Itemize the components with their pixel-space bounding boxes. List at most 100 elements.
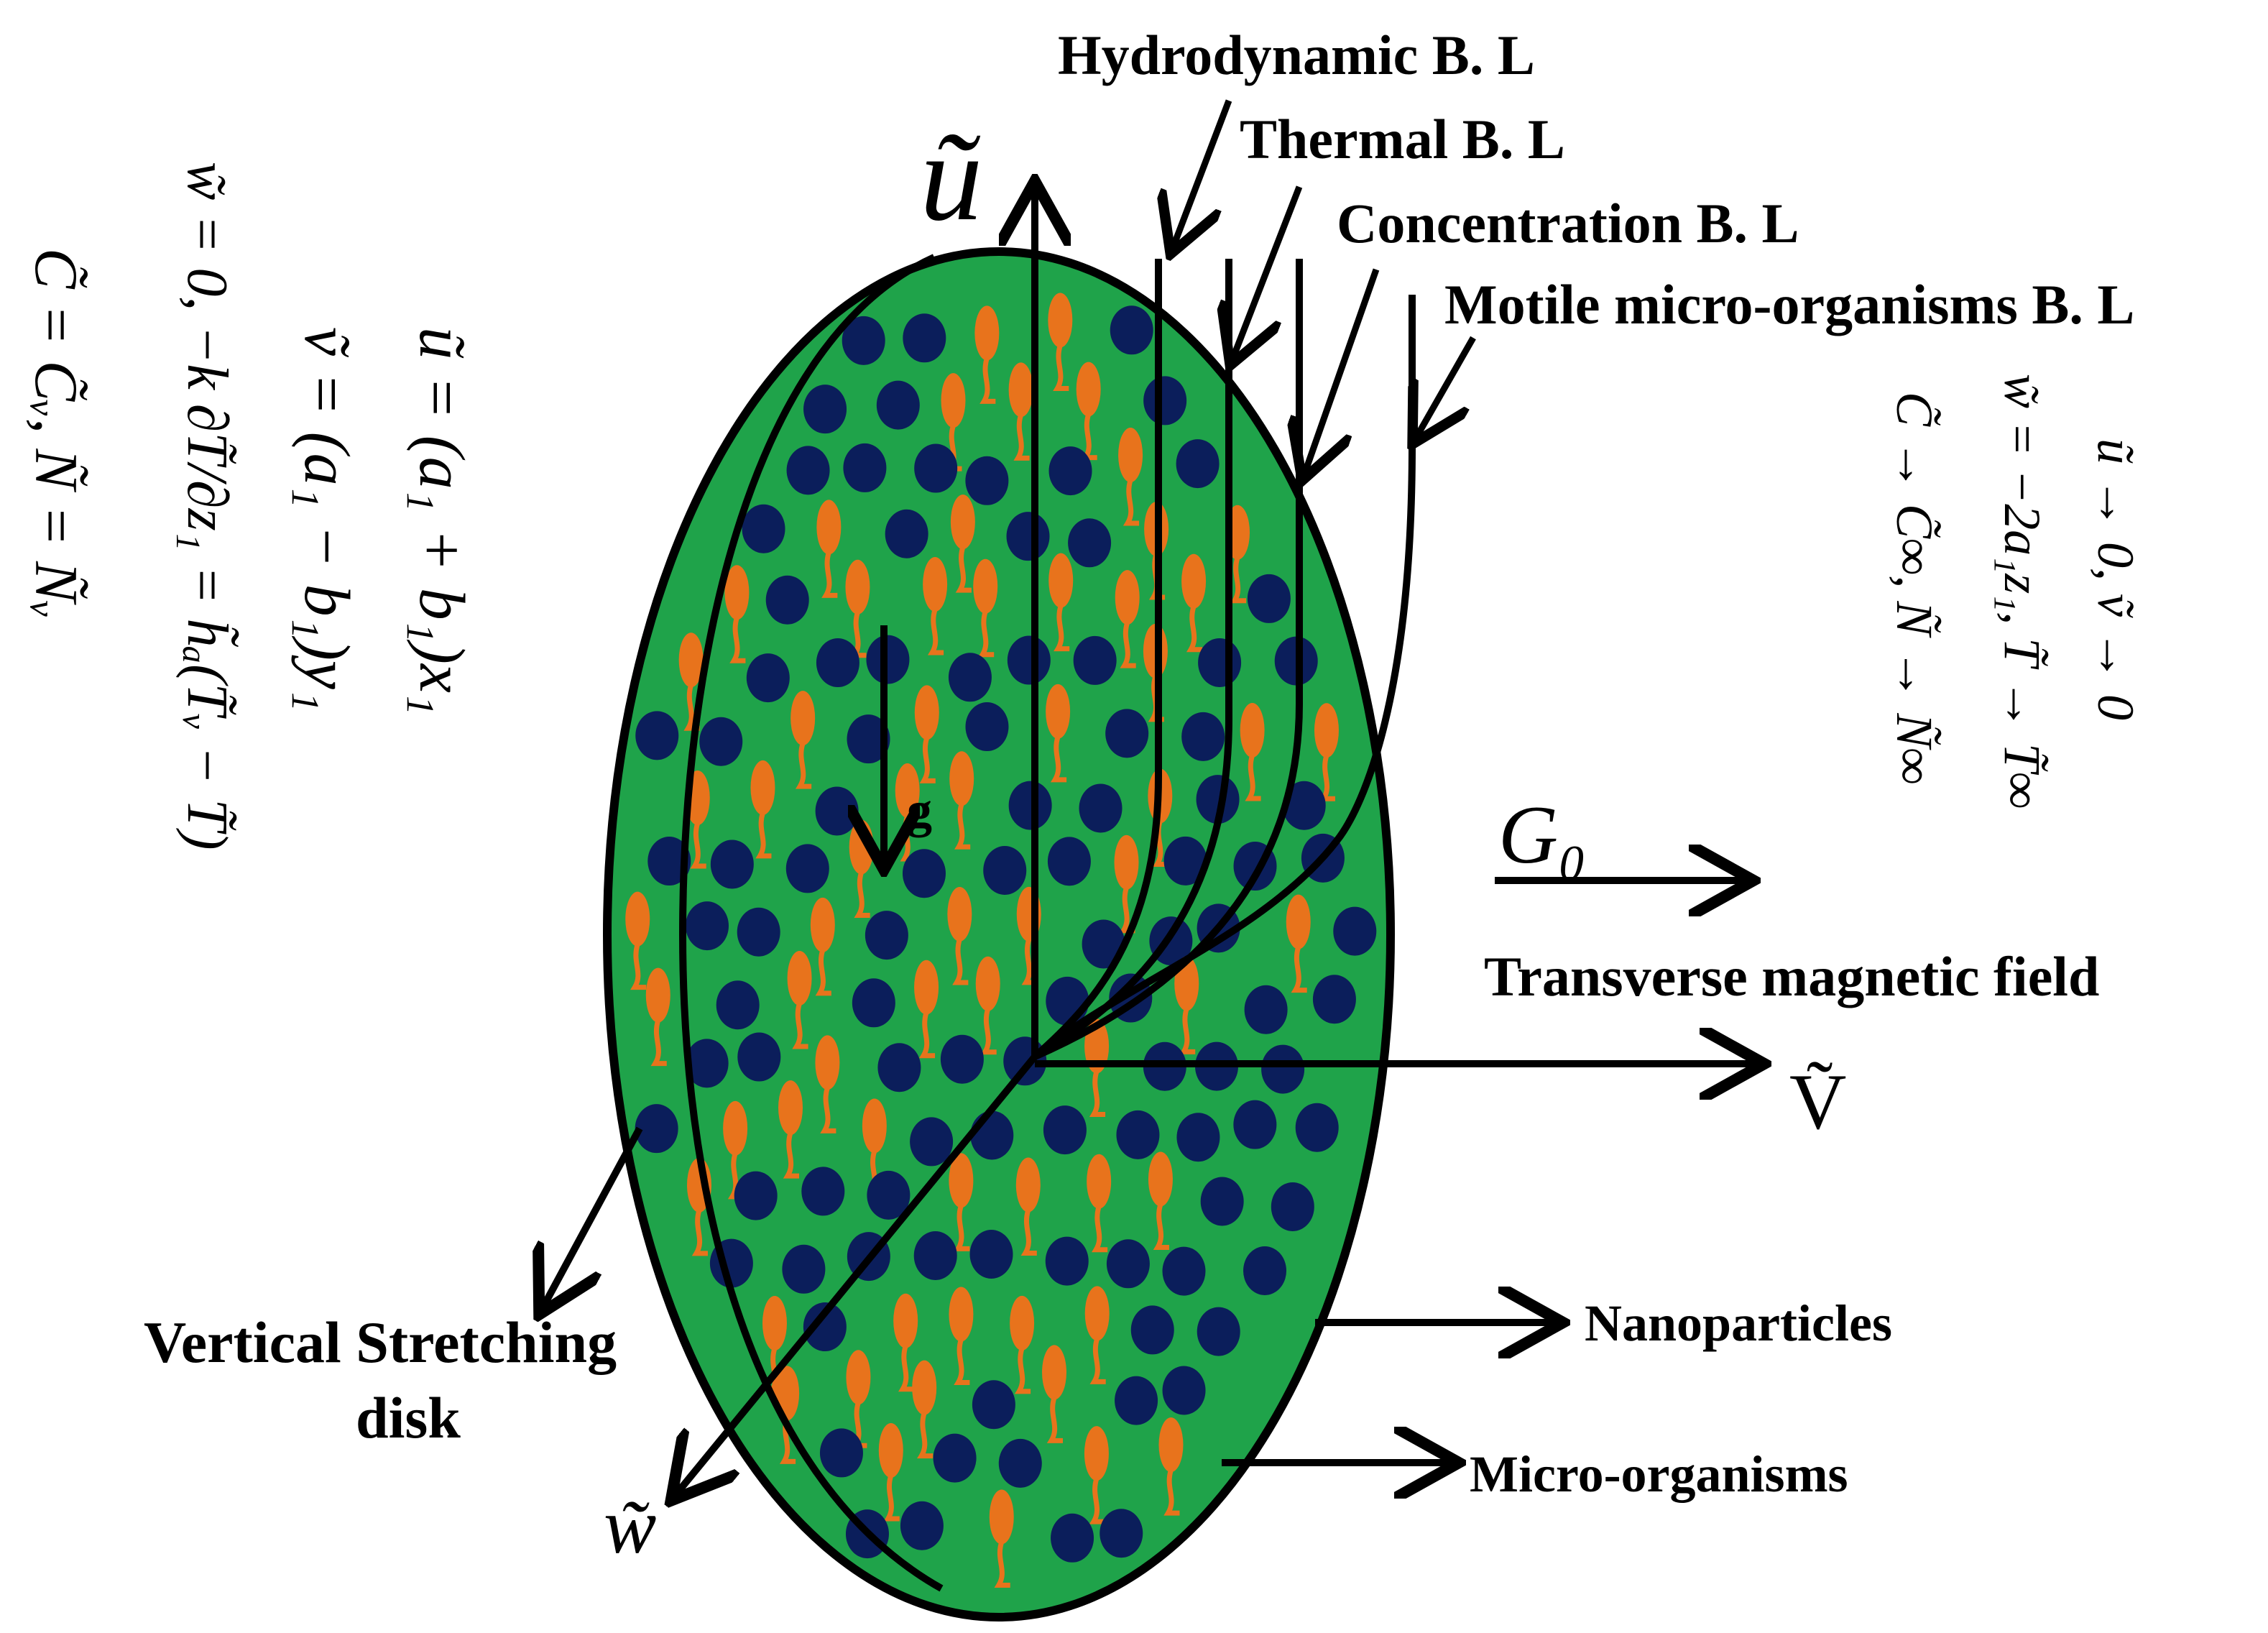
nanoparticle xyxy=(803,1302,847,1352)
micro-organism xyxy=(723,1100,748,1200)
nanoparticle xyxy=(1247,574,1291,623)
nanoparticle xyxy=(816,638,859,688)
nanoparticle xyxy=(1047,837,1091,886)
micro-organism-tail xyxy=(1020,1209,1037,1256)
micro-organism xyxy=(1048,293,1073,392)
micro-organism-tail xyxy=(1291,946,1307,993)
micro-organism xyxy=(815,1035,840,1133)
nanoparticle xyxy=(737,1032,781,1082)
micro-organism-tail xyxy=(955,546,972,593)
micro-organism-tail xyxy=(927,608,944,656)
hydrodynamic-bl-label: Hydrodynamic B. L xyxy=(1058,24,1535,86)
micro-organism-tail xyxy=(919,737,936,783)
micro-organism xyxy=(1046,684,1071,783)
micro-organism-tail xyxy=(1089,1478,1105,1524)
micro-organism-tail xyxy=(994,1541,1010,1588)
micro-organism-tail xyxy=(1091,1205,1108,1253)
micro-organism-body xyxy=(1046,684,1071,739)
micro-organism-tail xyxy=(1089,1070,1106,1117)
micro-organism-body xyxy=(923,557,948,612)
micro-organism-tail xyxy=(1186,605,1203,653)
boundary-layer-curves xyxy=(1032,259,1416,1060)
nanoparticle xyxy=(1073,635,1117,685)
micro-organism xyxy=(1115,570,1140,668)
micro-organism-body xyxy=(1118,428,1143,483)
micro-organism-body xyxy=(912,1360,937,1415)
micro-organism-body xyxy=(1114,834,1139,890)
micro-organisms-label: Micro-organisms xyxy=(1470,1445,1848,1503)
wall-condition-4: C̃ = C̃ᵥ, Ñ = Ñᵥ xyxy=(22,248,90,620)
micro-organism xyxy=(625,891,650,990)
micro-organism xyxy=(1158,1417,1184,1516)
micro-organism-tail xyxy=(1119,886,1135,934)
nanoparticle xyxy=(1051,1513,1094,1563)
micro-organism-body xyxy=(815,1035,840,1090)
micro-organism-tail xyxy=(1153,1203,1169,1251)
nanoparticle xyxy=(865,911,908,960)
magnetic-field-symbol: G₀ xyxy=(1498,789,1587,880)
micro-organism-body xyxy=(1042,1345,1067,1400)
disk-pointer xyxy=(543,1126,643,1308)
nanoparticle xyxy=(1082,919,1125,969)
nanoparticle xyxy=(1176,439,1220,489)
nanoparticle xyxy=(635,711,679,760)
nanoparticle xyxy=(1282,781,1326,830)
micro-organism-tail xyxy=(1054,604,1070,652)
micro-organism-body xyxy=(1076,362,1101,417)
magnetic-field-label: Transverse magnetic field xyxy=(1484,945,2099,1008)
nanoparticle xyxy=(885,509,928,558)
micro-organism-body xyxy=(723,1100,748,1156)
nanoparticle xyxy=(866,635,910,684)
micro-organism-tail xyxy=(630,943,647,990)
micro-organism-body xyxy=(1048,553,1074,608)
micro-organism-tail xyxy=(1021,938,1038,985)
disk-label-line1: Vertical Stretching xyxy=(144,1310,617,1375)
nanoparticle xyxy=(948,653,992,702)
micro-organism xyxy=(1118,428,1143,526)
v-axis-label: Ṽ xyxy=(1789,1058,1846,1146)
micro-organism-tail xyxy=(918,1011,936,1059)
nanoparticle xyxy=(1110,305,1153,355)
micro-organism-body xyxy=(949,1153,974,1208)
micro-organism xyxy=(1087,1154,1112,1253)
micro-organism xyxy=(1181,553,1207,653)
micro-organism-tail xyxy=(1014,1347,1031,1394)
micro-organism xyxy=(975,956,1000,1055)
micro-organism-body xyxy=(1015,1157,1041,1213)
u-axis-label: ũ xyxy=(920,107,983,247)
micro-organism-tail xyxy=(1053,344,1069,392)
disk-label-group: Vertical Stretching disk xyxy=(144,1126,643,1450)
micro-organism-body xyxy=(1148,1151,1173,1207)
nanoparticle xyxy=(1243,1246,1287,1295)
nanoparticle xyxy=(965,702,1009,752)
nanoparticle xyxy=(1105,709,1149,758)
nanoparticle xyxy=(1006,512,1050,561)
micro-organism-tail xyxy=(883,1474,900,1522)
micro-organism-body xyxy=(849,819,874,875)
nanoparticle xyxy=(1233,1100,1277,1149)
micro-organism-tail xyxy=(1245,754,1261,801)
micro-organism-body xyxy=(989,1489,1014,1545)
micro-organism-tail xyxy=(795,742,812,789)
micro-organism-body xyxy=(762,1295,787,1351)
micro-organism-tail xyxy=(792,1002,808,1049)
nanoparticle xyxy=(1271,1182,1314,1231)
concentration-pointer xyxy=(1304,268,1380,474)
micro-organism xyxy=(912,1360,937,1459)
motile-bl-label: Motile micro-organisms B. L xyxy=(1444,273,2134,336)
nanoparticle xyxy=(1312,975,1356,1024)
micro-organism-body xyxy=(941,373,966,428)
micro-organism-tail xyxy=(854,871,870,919)
micro-organism-body xyxy=(678,632,704,688)
micro-organism xyxy=(914,960,939,1059)
bl-labels: Hydrodynamic B. L Thermal B. L Concentra… xyxy=(1058,24,2134,474)
nanoparticle xyxy=(737,907,780,957)
nanoparticle xyxy=(734,1171,778,1220)
micro-organism-tail xyxy=(954,1205,970,1251)
w-axis-label: w̃ xyxy=(604,1482,656,1570)
micro-organism-body xyxy=(1010,1295,1035,1351)
nanoparticle xyxy=(1045,1236,1089,1286)
nanoparticle xyxy=(877,1043,921,1092)
micro-organism xyxy=(878,1422,903,1522)
micro-organism-tail xyxy=(690,822,706,869)
